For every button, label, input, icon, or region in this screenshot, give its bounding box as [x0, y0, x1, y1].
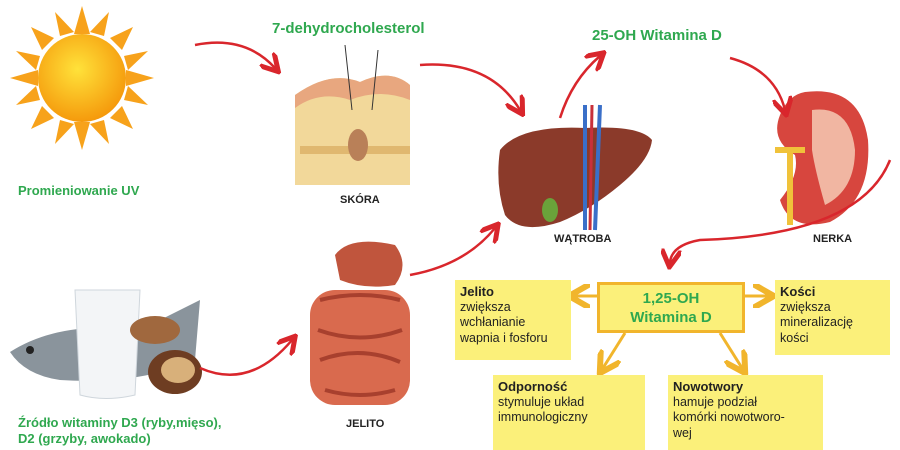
effect-line: hamuje podział [673, 394, 758, 409]
calcitriol-line: Witamina D [630, 309, 712, 326]
effect-line: kości [780, 330, 809, 345]
liver-label: WĄTROBA [554, 233, 612, 245]
skin-label: SKÓRA [340, 194, 380, 206]
arrow-intestine-to-liver [409, 228, 495, 277]
effect-line: zwiększa [460, 299, 511, 314]
skin-illustration [295, 44, 410, 185]
calcitriol-line: 1,25-OH [642, 290, 700, 307]
effect-title: Jelito [460, 284, 494, 299]
effect-line: wchłanianie [460, 315, 526, 329]
effect-line: wapnia i fosforu [460, 330, 548, 345]
calcitriol-box: 1,25-OH Witamina D [597, 282, 745, 333]
arrow-to-odpornosc [603, 332, 627, 368]
effect-title: Nowotwory [673, 379, 744, 394]
effect-box-jelito: Jelito zwiększa wchłanianie wapnia i fos… [455, 280, 571, 360]
effect-line: mineralizację [780, 315, 853, 329]
arrow-sun-to-skin [194, 41, 275, 68]
effect-title: Kości [780, 284, 816, 299]
effect-line: wej [673, 425, 692, 440]
effect-line: komórki nowotworo- [673, 410, 785, 424]
effect-line: immunologiczny [498, 410, 588, 424]
arrow-food-to-intestine [199, 340, 292, 376]
effect-box-nowotwory: Nowotwory hamuje podział komórki nowotwo… [668, 375, 823, 450]
liver-illustration [498, 104, 652, 231]
arrow-25oh-to-kidney [729, 56, 785, 110]
intestine-illustration [310, 241, 410, 405]
kidney-label: NERKA [813, 233, 853, 245]
effect-line: stymuluje układ [498, 394, 585, 409]
intestine-label: JELITO [346, 418, 385, 430]
dehydrocholesterol-label: 7-dehydrocholesterol [272, 20, 425, 37]
effect-box-odpornosc: Odporność stymuluje układ immunologiczny [493, 375, 645, 450]
effect-title: Odporność [498, 379, 568, 394]
25oh-vitamin-d-label: 25-OH Witamina D [592, 27, 722, 44]
arrow-skin-to-liver [419, 63, 520, 110]
sun-icon [10, 6, 154, 150]
vitamin-sources-line: D2 (grzyby, awokado) [18, 431, 151, 446]
vitamin-sources-label: Źródło witaminy D3 (ryby,mięso), D2 (grz… [18, 415, 221, 447]
vitamin-sources-line: Źródło witaminy D3 (ryby,mięso), [18, 415, 222, 430]
kidney-illustration [775, 91, 869, 225]
uv-label: Promieniowanie UV [18, 183, 140, 198]
effect-line: zwiększa [780, 299, 831, 314]
arrow-kidney-to-central [670, 159, 892, 262]
effect-box-kosci: Kości zwiększa mineralizację kości [775, 280, 890, 355]
food-sources-illustration [10, 289, 202, 399]
arrow-to-nowotwory [718, 332, 742, 368]
arrow-liver-to-25oh [558, 56, 600, 119]
